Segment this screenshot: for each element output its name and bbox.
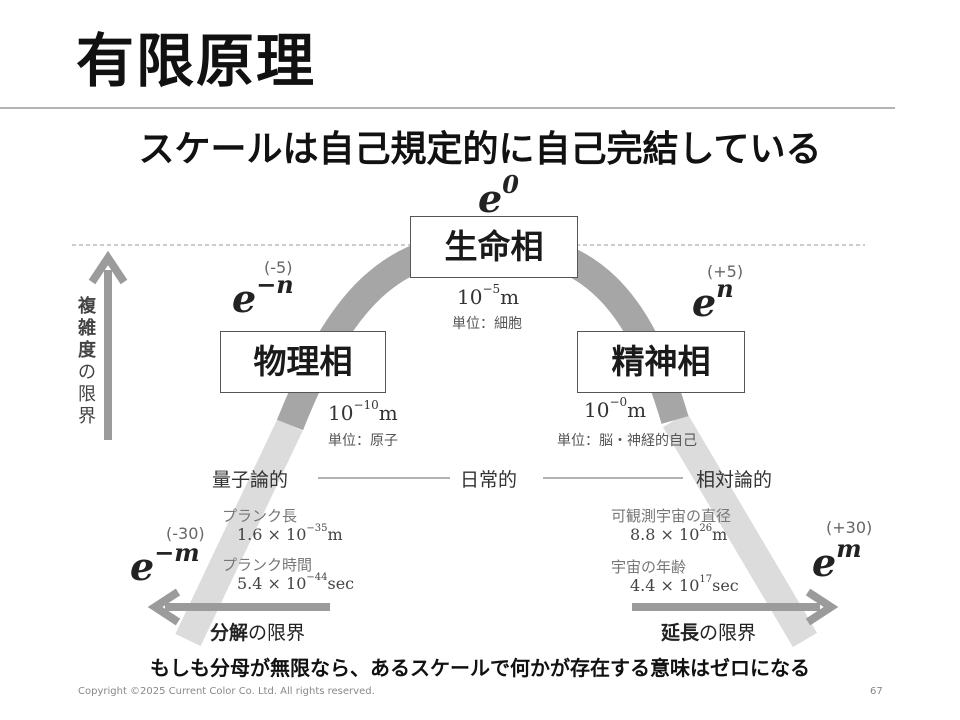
right-unit-label: 単位：脳・神経的自己 xyxy=(557,433,697,449)
resolution-arrow-head xyxy=(147,588,181,626)
planck-time-label: プランク時間 xyxy=(222,556,313,574)
planck-length-value: 1.6 × 10−35m xyxy=(237,523,343,544)
physics-phase-box: 物理相 xyxy=(220,331,386,393)
complexity-limit-label: 複 雑 度 の 限 界 xyxy=(76,296,98,428)
subtitle: スケールは自己規定的に自己完結している xyxy=(138,129,822,170)
page-number: 67 xyxy=(870,686,883,697)
left-unit-label: 単位：原子 xyxy=(328,433,398,449)
far-left-exponent-hint: (-30) xyxy=(166,524,205,543)
resolution-limit-label: 分解の限界 xyxy=(210,622,306,644)
center-scale-value: 10−5m xyxy=(457,282,520,309)
universe-age-label: 宇宙の年齢 xyxy=(611,558,687,576)
extension-arrow-head xyxy=(805,588,839,626)
right-exponent-hint: (+5) xyxy=(707,262,744,281)
extension-limit-label: 延長の限界 xyxy=(661,622,757,644)
vlabel-char: の xyxy=(78,362,96,383)
relativity-label: 相対論的 xyxy=(696,469,773,491)
vlabel-char: 度 xyxy=(78,340,96,361)
conclusion-text: もしも分母が無限なら、あるスケールで何かが存在する意味はゼロになる xyxy=(150,656,810,680)
far-left-exponent: e−m xyxy=(130,538,200,589)
everyday-label: 日常的 xyxy=(460,469,518,491)
universe-age-value: 4.4 × 1017sec xyxy=(630,574,739,595)
complexity-arrow-head xyxy=(88,250,128,285)
right-scale-value: 10−0m xyxy=(584,395,647,422)
universe-diameter-label: 可観測宇宙の直径 xyxy=(611,507,732,525)
life-phase-box: 生命相 xyxy=(410,216,578,278)
title-divider xyxy=(0,107,895,109)
left-exponent-hint: (-5) xyxy=(264,258,293,277)
copyright: Copyright ©2025 Current Color Co. Ltd. A… xyxy=(78,686,375,697)
center-exponent: e0 xyxy=(478,170,519,221)
far-right-exponent: em xyxy=(812,534,862,585)
far-right-exponent-hint: (+30) xyxy=(826,518,873,537)
left-scale-value: 10−10m xyxy=(328,398,398,425)
center-unit-label: 単位：細胞 xyxy=(452,316,522,332)
vlabel-char: 雑 xyxy=(78,318,96,339)
planck-time-value: 5.4 × 10−44sec xyxy=(237,572,355,593)
vlabel-char: 複 xyxy=(78,296,96,317)
vlabel-char: 界 xyxy=(78,406,96,427)
universe-diameter-value: 8.8 × 1026m xyxy=(630,523,728,544)
quantum-label: 量子論的 xyxy=(212,469,289,491)
page-title: 有限原理 xyxy=(76,27,317,95)
vlabel-char: 限 xyxy=(78,384,96,405)
planck-length-label: プランク長 xyxy=(222,507,298,525)
left-exponent: e−n xyxy=(232,270,294,321)
mind-phase-box: 精神相 xyxy=(577,331,745,393)
right-exponent: en xyxy=(692,274,734,325)
